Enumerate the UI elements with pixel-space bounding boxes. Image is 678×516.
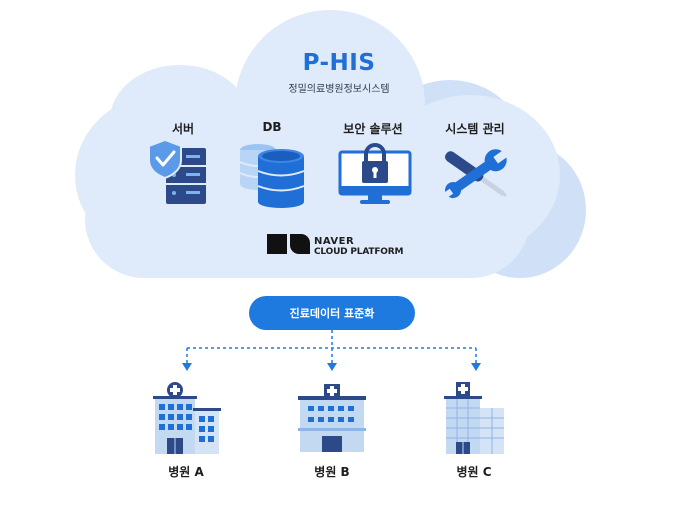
- hospital-c-label: 병원 C: [456, 465, 492, 479]
- database-icon: [239, 144, 305, 208]
- data-standardization-label: 진료데이터 표준화: [289, 307, 375, 320]
- hospital-b-label: 병원 B: [314, 465, 350, 479]
- component-label-server: 서버: [171, 122, 195, 136]
- hospital-c-icon: [444, 382, 504, 454]
- hospital-b-icon: [298, 384, 366, 452]
- data-standardization-pill: 진료데이터 표준화: [249, 296, 415, 330]
- component-label-management: 시스템 관리: [445, 122, 505, 136]
- wrench-screwdriver-icon: [443, 148, 510, 199]
- security-lock-monitor-icon: [338, 143, 412, 204]
- naver-cloud-logo-icon: [267, 234, 310, 254]
- connector-lines: [182, 330, 481, 371]
- page-title: P-HIS: [302, 50, 376, 76]
- hospital-a-icon: [153, 382, 221, 454]
- brand-name: NAVER: [314, 236, 355, 247]
- server-shield-icon: [148, 138, 206, 204]
- component-label-security: 보안 솔루션: [343, 122, 403, 136]
- hospital-a-label: 병원 A: [168, 465, 204, 479]
- component-label-db: DB: [262, 120, 282, 134]
- brand-platform: CLOUD PLATFORM: [314, 247, 404, 257]
- page-subtitle: 정밀의료병원정보시스템: [288, 84, 390, 95]
